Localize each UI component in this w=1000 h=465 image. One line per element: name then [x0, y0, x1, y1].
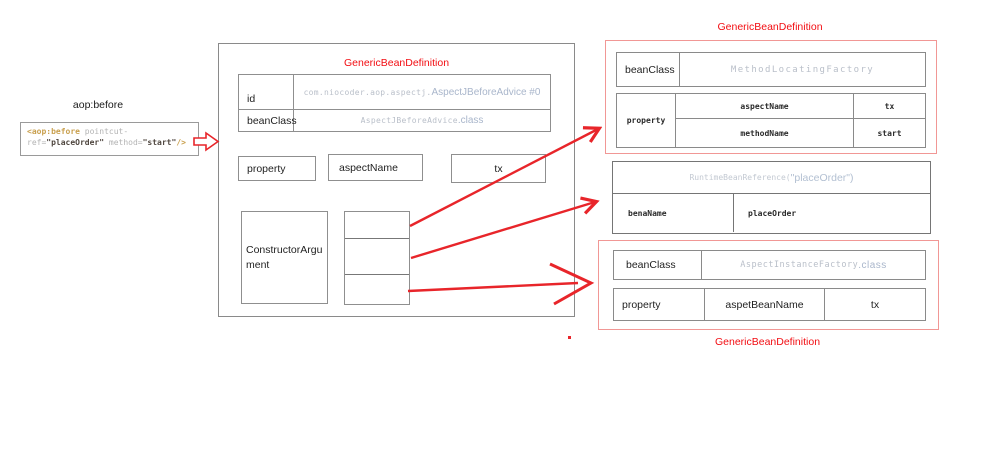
method-name-cell: methodName	[740, 128, 789, 138]
bean-name-label: benaName	[613, 194, 734, 232]
code-value-start: "start"	[142, 138, 177, 147]
header-class-name: RuntimeBeanReference(	[689, 173, 791, 182]
beanclass-value: AspectInstanceFactory.class	[702, 251, 925, 279]
property-label: property	[617, 94, 676, 147]
top-right-box-title: GenericBeanDefinition	[717, 21, 823, 33]
main-box-title: GenericBeanDefinition	[343, 57, 450, 69]
aspect-instance-factory-box: beanClass AspectInstanceFactory.class pr…	[598, 240, 939, 330]
constructor-argument-box: ConstructorArgument	[241, 211, 328, 304]
slot-cell	[345, 239, 409, 275]
runtime-bean-reference-box: RuntimeBeanReference("placeOrder") benaN…	[612, 161, 931, 234]
code-attr-pointcut: pointcut-	[79, 127, 129, 136]
property-label: property	[614, 289, 705, 320]
beanclass-row-label: beanClass	[239, 110, 297, 131]
bottom-right-box-title: GenericBeanDefinition	[714, 336, 821, 348]
code-attr-method: method=	[104, 138, 143, 147]
bean-name-row: benaName placeOrder	[613, 194, 930, 232]
code-attr-ref: ref=	[27, 138, 47, 147]
id-row-value: com.niocoder.aop.aspectj.AspectJBeforeAd…	[294, 75, 550, 109]
beanclass-value-name: AspectInstanceFactory	[740, 260, 859, 270]
slot-cell	[345, 275, 409, 304]
id-row-label: id	[239, 75, 294, 109]
tx-value-cell: tx	[870, 298, 880, 311]
beanclass-row-value: AspectJBeforeAdvice.class	[294, 110, 550, 131]
property-table: property aspetBeanName tx	[613, 288, 926, 321]
id-value-class: AspectJBeforeAdvice #0	[431, 86, 541, 98]
code-tag-close: />	[176, 138, 186, 147]
property-values-column: tx start	[854, 94, 925, 147]
id-value-package: com.niocoder.aop.aspectj.	[303, 87, 432, 97]
beanclass-value-suffix: .class	[457, 115, 484, 126]
bean-name-value: placeOrder	[748, 208, 797, 218]
aspect-bean-name-cell: aspetBeanName	[705, 289, 825, 320]
generic-bean-definition-main-box: GenericBeanDefinition id com.niocoder.ao…	[218, 43, 575, 317]
beanclass-value-name: AspectJBeforeAdvice	[360, 116, 458, 125]
code-tag-open: <aop:before	[27, 127, 80, 136]
beanclass-label: beanClass	[617, 53, 680, 86]
property-table: property aspectName methodName tx start	[616, 93, 926, 148]
beanclass-value-suffix: .class	[858, 259, 887, 271]
constructor-argument-slots	[344, 211, 410, 305]
beanclass-value: MethodLocatingFactory	[730, 64, 875, 75]
code-value-placeorder: "placeOrder"	[46, 138, 105, 147]
aspect-name-cell: aspectName	[676, 94, 853, 119]
start-value-cell: start	[877, 128, 902, 138]
tx-box: tx	[451, 154, 546, 183]
tx-value-cell: tx	[854, 94, 925, 119]
aspect-name-box: aspectName	[328, 154, 423, 181]
stray-red-dot	[568, 336, 571, 339]
beanclass-table: beanClass MethodLocatingFactory	[616, 52, 926, 87]
runtime-bean-reference-header: RuntimeBeanReference("placeOrder")	[613, 162, 930, 194]
xml-code-snippet: <aop:before pointcut-ref="placeOrder" me…	[20, 122, 199, 156]
slot-cell	[345, 212, 409, 239]
property-box: property	[238, 156, 316, 181]
id-beanclass-table: id com.niocoder.aop.aspectj.AspectJBefor…	[238, 74, 551, 132]
table-row: id com.niocoder.aop.aspectj.AspectJBefor…	[239, 75, 550, 110]
property-names-column: aspectName methodName	[676, 94, 854, 147]
header-argument: "placeOrder")	[790, 171, 854, 184]
method-locating-factory-box: beanClass MethodLocatingFactory property…	[605, 40, 937, 154]
table-row: beanClass AspectJBeforeAdvice.class	[239, 110, 550, 131]
beanclass-label: beanClass	[614, 251, 702, 279]
beanclass-table: beanClass AspectInstanceFactory.class	[613, 250, 926, 280]
aop-before-label: aop:before	[72, 99, 124, 111]
